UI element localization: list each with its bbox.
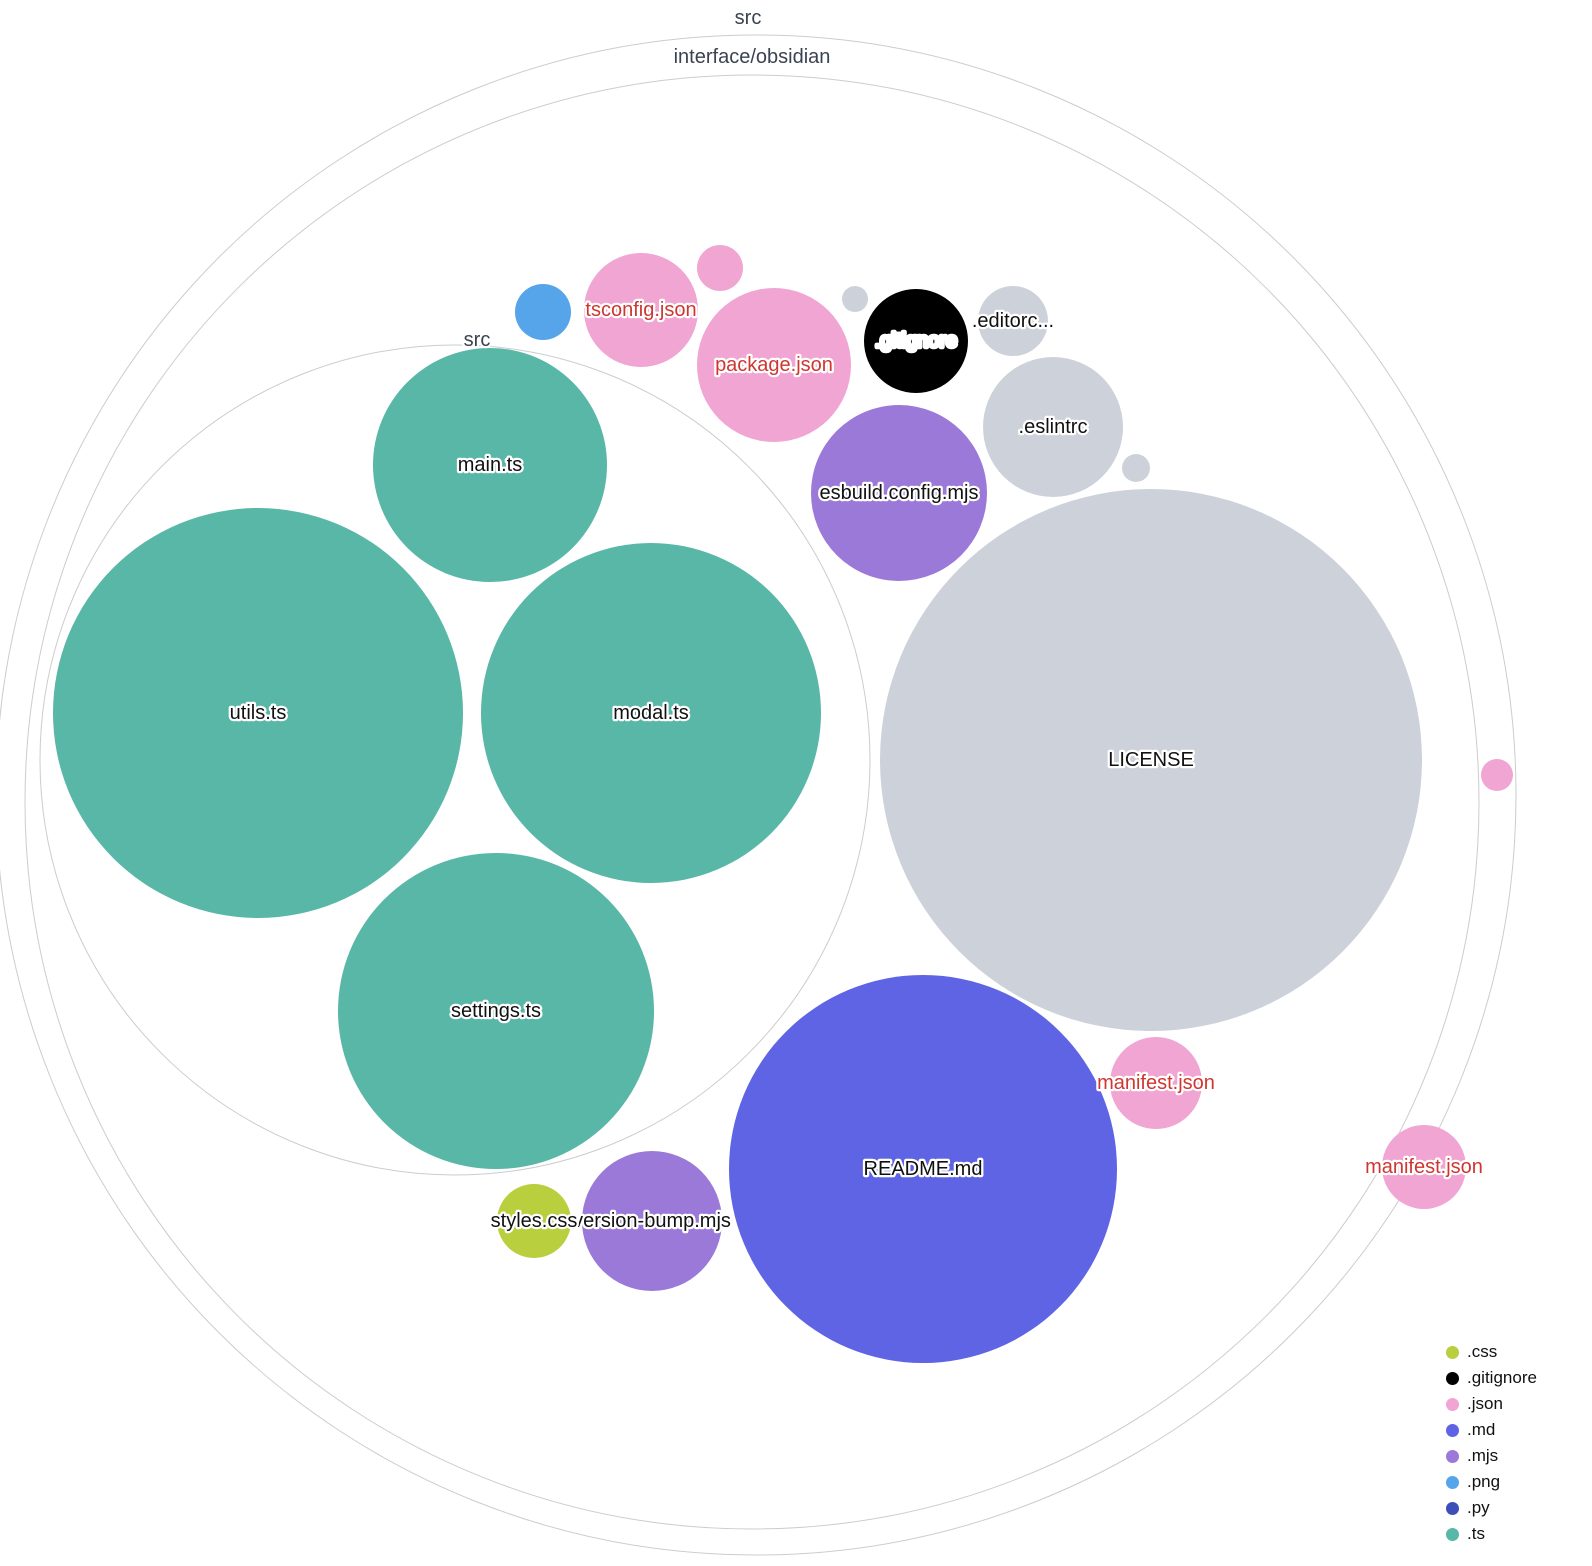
- file-label-gitignore: .gitignore: [875, 330, 957, 352]
- file-circle-dot-19: [1481, 759, 1513, 791]
- legend-label-png: .png: [1467, 1472, 1501, 1491]
- file-type-legend: .css .gitignore .json .md .mjs .png .py .ts: [1446, 1342, 1537, 1544]
- file-label-manifest-json: manifest.json: [1097, 1072, 1215, 1094]
- legend-label-md: .md: [1467, 1420, 1496, 1439]
- file-circle-modal-ts: [481, 543, 821, 883]
- legend-label-py: .py: [1467, 1498, 1490, 1517]
- folder-label-src-root: src: [735, 7, 762, 29]
- file-circle-version-bump-mjs: [582, 1151, 722, 1291]
- folder-label-src: src: [464, 329, 491, 351]
- legend-label-json: .json: [1467, 1394, 1503, 1413]
- file-circle-esbuild-config-mjs: [811, 405, 987, 581]
- file-circle-dot-6: [697, 245, 743, 291]
- file-circle-dot-8: [842, 286, 868, 312]
- file-label-package-json: package.json: [715, 354, 833, 376]
- legend-item-py: .py: [1446, 1498, 1537, 1518]
- folder-circle-src: [39, 344, 871, 1176]
- legend-item-md: .md: [1446, 1420, 1537, 1440]
- file-label-utils-ts: utils.ts: [230, 702, 287, 724]
- file-circle-eslintrc: [983, 357, 1123, 497]
- file-circle-main-ts: [373, 348, 607, 582]
- legend-label-css: .css: [1467, 1342, 1498, 1361]
- legend-item-png: .png: [1446, 1472, 1537, 1492]
- file-circle-editorc: [978, 286, 1048, 356]
- file-label-modal-ts: modal.ts: [613, 702, 689, 724]
- legend-item-css: .css: [1446, 1342, 1537, 1362]
- file-circle-readme-md: [729, 975, 1117, 1363]
- legend-label-gitignore: .gitignore: [1467, 1368, 1537, 1387]
- file-label-version-bump-mjs: version-bump.mjs: [573, 1210, 731, 1232]
- legend-item-mjs: .mjs: [1446, 1446, 1537, 1466]
- legend-label-mjs: .mjs: [1467, 1446, 1499, 1465]
- file-label-tsconfig-json: tsconfig.json: [585, 299, 696, 321]
- file-circle-dot-4: [515, 284, 571, 340]
- file-circle-dot-12: [1122, 454, 1150, 482]
- legend-dot-mjs: [1446, 1449, 1459, 1463]
- legend-item-json: .json: [1446, 1394, 1537, 1414]
- file-circle-manifest-json: [1382, 1125, 1466, 1209]
- legend-dot-css: [1446, 1345, 1459, 1359]
- file-label-styles-css: styles.css: [491, 1210, 578, 1232]
- file-label-editorc: .editorc...: [972, 310, 1054, 332]
- file-label-license: LICENSE: [1108, 749, 1194, 771]
- file-circle-tsconfig-json: [584, 253, 698, 367]
- file-label-manifest-json: manifest.json: [1365, 1156, 1483, 1178]
- file-label-esbuild-config-mjs: esbuild.config.mjs: [820, 482, 979, 504]
- file-circle-package-json: [697, 288, 851, 442]
- legend-item-ts: .ts: [1446, 1524, 1537, 1544]
- file-circle-gitignore: [864, 289, 968, 393]
- legend-dot-ts: [1446, 1527, 1459, 1541]
- legend-dot-png: [1446, 1475, 1459, 1489]
- legend-dot-gitignore: [1446, 1371, 1459, 1385]
- file-label-readme-md: README.md: [864, 1158, 983, 1180]
- legend-item-gitignore: .gitignore: [1446, 1368, 1537, 1388]
- folder-circle-src-root: [0, 34, 1517, 1556]
- legend-label-ts: .ts: [1467, 1524, 1485, 1543]
- file-circle-license: [880, 489, 1422, 1031]
- file-circle-settings-ts: [338, 853, 654, 1169]
- legend-dot-md: [1446, 1423, 1459, 1437]
- file-label-main-ts: main.ts: [458, 454, 522, 476]
- legend-dot-json: [1446, 1397, 1459, 1411]
- file-label-eslintrc: .eslintrc: [1019, 416, 1088, 438]
- folder-circle-interface-obsidian: [24, 74, 1480, 1530]
- file-circle-styles-css: [497, 1184, 571, 1258]
- file-label-settings-ts: settings.ts: [451, 1000, 541, 1022]
- file-circle-manifest-json: [1110, 1037, 1202, 1129]
- folder-label-interface-obsidian: interface/obsidian: [674, 46, 831, 68]
- legend-dot-py: [1446, 1501, 1459, 1515]
- file-circle-utils-ts: [53, 508, 463, 918]
